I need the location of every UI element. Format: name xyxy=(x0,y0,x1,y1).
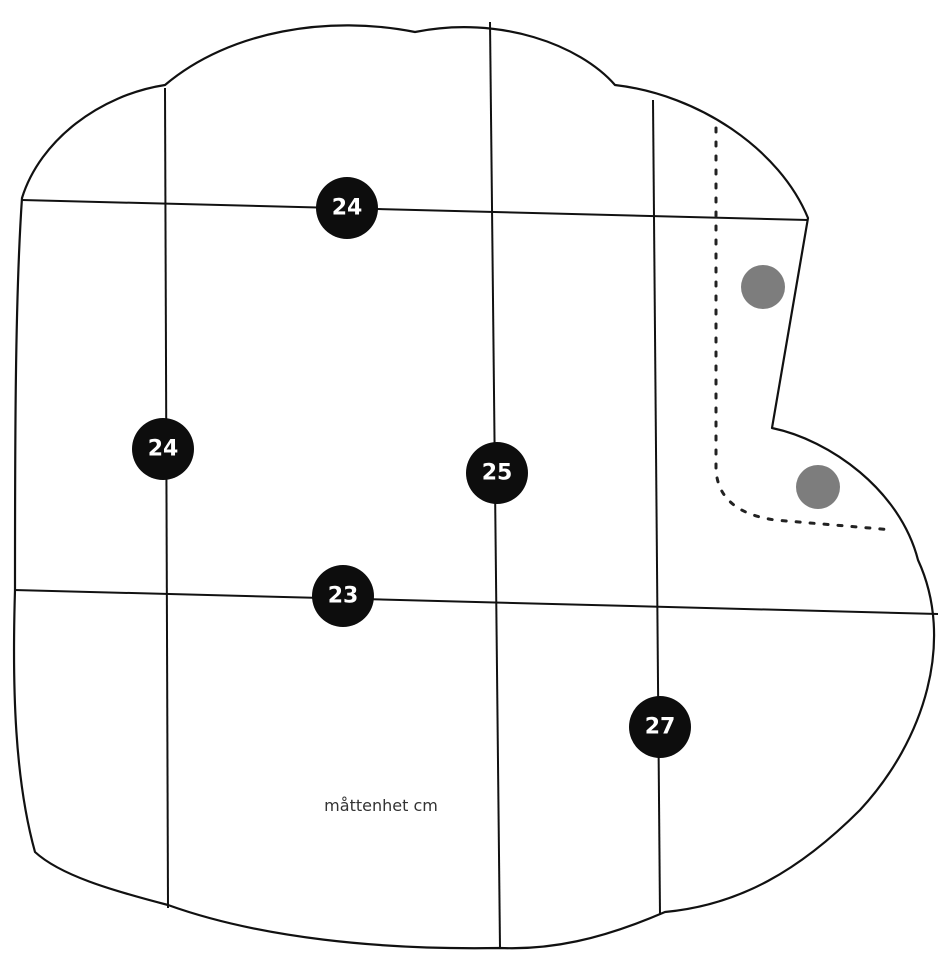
marker-middle: 23 xyxy=(312,565,374,627)
vertical-line-right xyxy=(652,99,661,916)
marker-left-label: 24 xyxy=(148,437,179,462)
marker-bottom-right-label: 27 xyxy=(645,715,676,740)
vertical-line-left xyxy=(164,87,169,909)
marker-center: 25 xyxy=(466,442,528,504)
shape-outline xyxy=(12,24,936,950)
marker-top-label: 24 xyxy=(332,196,363,221)
marker-gray-lower xyxy=(796,465,840,509)
marker-left: 24 xyxy=(132,418,194,480)
unit-label: måttenhet cm xyxy=(324,796,438,815)
marker-bottom-right: 27 xyxy=(629,696,691,758)
marker-top: 24 xyxy=(316,177,378,239)
dashed-pocket-line xyxy=(714,126,895,532)
marker-middle-label: 23 xyxy=(328,584,359,609)
horizontal-line-top xyxy=(21,199,809,221)
marker-center-label: 25 xyxy=(482,461,513,486)
marker-gray-upper xyxy=(741,265,785,309)
horizontal-line-middle xyxy=(13,589,939,615)
